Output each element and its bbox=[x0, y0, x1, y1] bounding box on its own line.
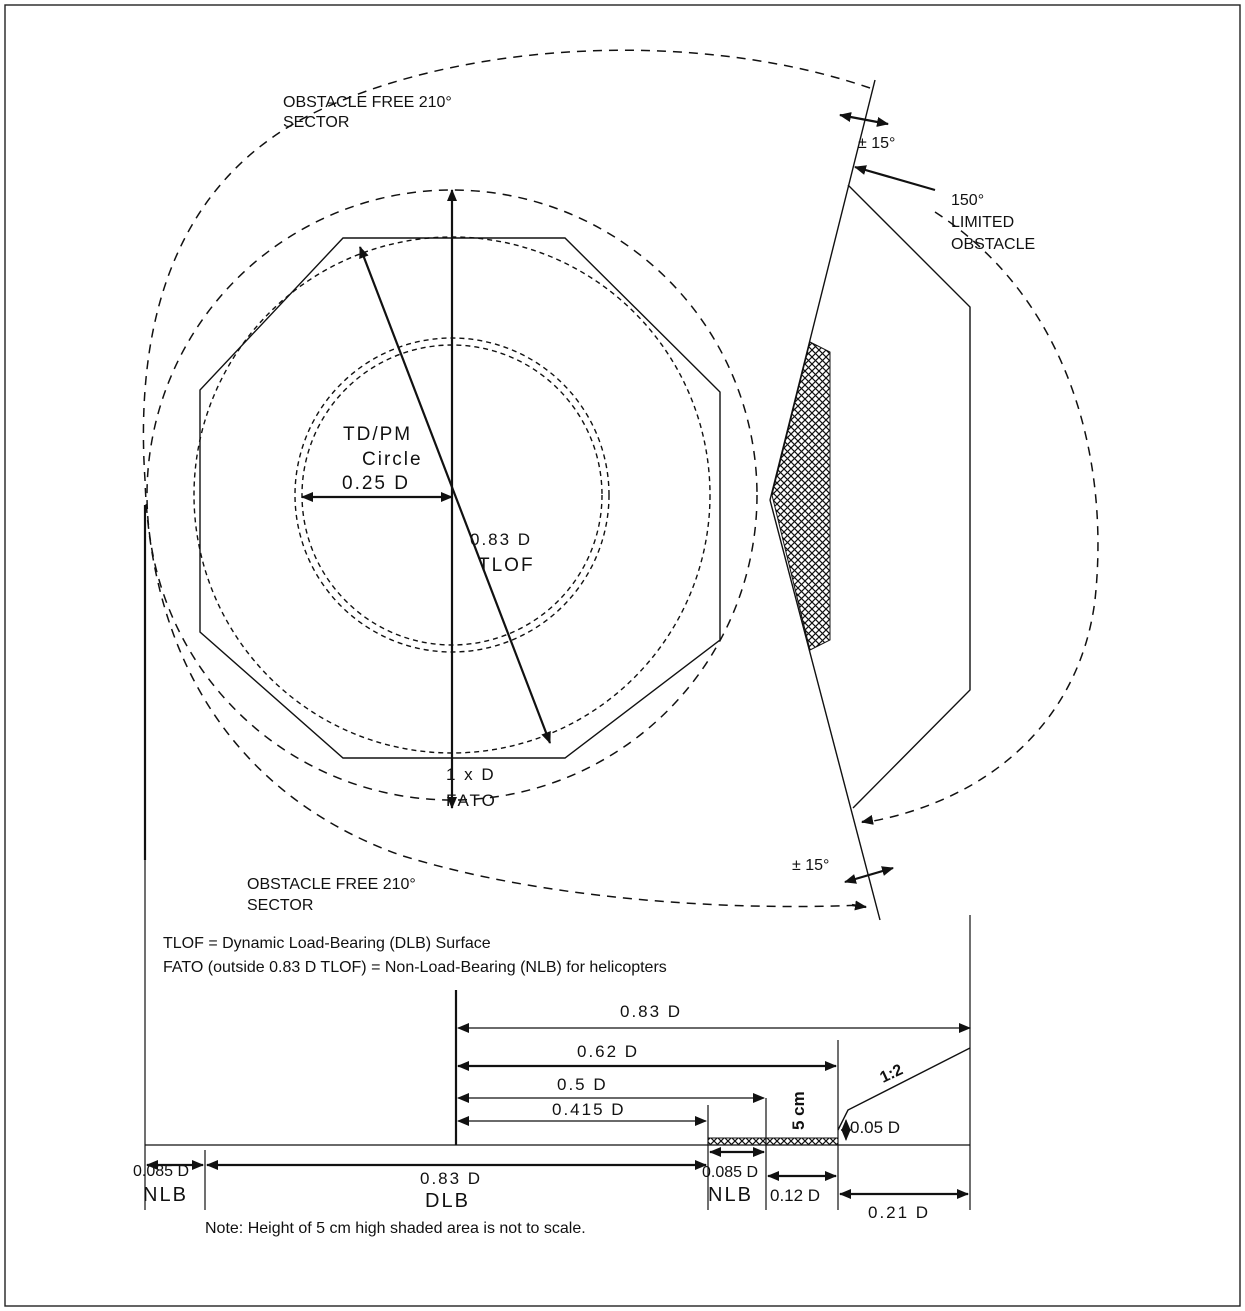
dlb-label: DLB bbox=[425, 1190, 470, 1212]
legend-line-2: FATO (outside 0.83 D TLOF) = Non-Load-Be… bbox=[163, 959, 667, 976]
limited-label-3: OBSTACLE bbox=[951, 236, 1035, 253]
fato-octagon bbox=[199, 237, 721, 759]
dim-083-top-label: 0.83 D bbox=[620, 1002, 682, 1021]
fato-label-2: FATO bbox=[446, 791, 497, 810]
limited-label-2: LIMITED bbox=[951, 214, 1014, 231]
hatched-area-plan bbox=[771, 341, 831, 651]
note-text: Note: Height of 5 cm high shaded area is… bbox=[205, 1220, 586, 1237]
legend-line-1: TLOF = Dynamic Load-Bearing (DLB) Surfac… bbox=[163, 935, 491, 952]
limited-obstacle-sector-boundary bbox=[867, 211, 1099, 823]
sector-bottom-label-1: OBSTACLE FREE 210° bbox=[247, 876, 416, 893]
limited-obstacle-shape bbox=[847, 184, 971, 809]
angle-top-label: ± 15° bbox=[858, 135, 895, 152]
tdpm-label-3: 0.25 D bbox=[342, 473, 410, 494]
angle-arrow-top bbox=[839, 112, 889, 127]
sector-bottom-label-2: SECTOR bbox=[247, 897, 313, 914]
sector-top-label-2: SECTOR bbox=[283, 114, 349, 131]
dim-083-dlb-label: 0.83 D bbox=[420, 1169, 482, 1188]
angle-arrow-bottom bbox=[844, 866, 894, 884]
dim-0415-label: 0.415 D bbox=[552, 1100, 626, 1119]
dim-0085-right-label: 0.085 D bbox=[702, 1164, 758, 1181]
obstacle-free-sector-boundary bbox=[142, 49, 871, 908]
sector-edge-line-upper bbox=[769, 79, 876, 501]
tlof-label-1: 0.83 D bbox=[470, 530, 532, 549]
limited-pointer-bottom bbox=[861, 814, 874, 825]
dim-5cm-label: 5 cm bbox=[789, 1091, 808, 1130]
fato-circle bbox=[146, 189, 758, 801]
sector-pointer-bottom bbox=[851, 900, 867, 911]
dim-062-label: 0.62 D bbox=[577, 1042, 639, 1061]
tlof-dimension-line bbox=[358, 246, 552, 744]
hatched-area-section bbox=[707, 1137, 839, 1146]
dim-012-label: 0.12 D bbox=[770, 1186, 820, 1205]
limited-pointer-top bbox=[854, 165, 936, 192]
sector-edge-line-lower bbox=[769, 499, 881, 921]
dim-005-label: 0.05 D bbox=[850, 1118, 900, 1137]
tdpm-label-2: Circle bbox=[362, 449, 423, 470]
fato-label-1: 1 x D bbox=[446, 765, 496, 784]
angle-bottom-label: ± 15° bbox=[792, 857, 829, 874]
dim-05-label: 0.5 D bbox=[557, 1075, 608, 1094]
page-border bbox=[4, 4, 1241, 1307]
dim-021-label: 0.21 D bbox=[868, 1203, 930, 1222]
limited-label-1: 150° bbox=[951, 192, 984, 209]
tdpm-label-1: TD/PM bbox=[343, 424, 412, 445]
sector-top-label-1: OBSTACLE FREE 210° bbox=[283, 94, 452, 111]
nlb-right-label: NLB bbox=[708, 1184, 753, 1206]
nlb-left-label: NLB bbox=[143, 1184, 188, 1206]
dim-0085-left-label: 0.085 D bbox=[133, 1163, 189, 1180]
tlof-label-2: TLOF bbox=[478, 555, 535, 576]
